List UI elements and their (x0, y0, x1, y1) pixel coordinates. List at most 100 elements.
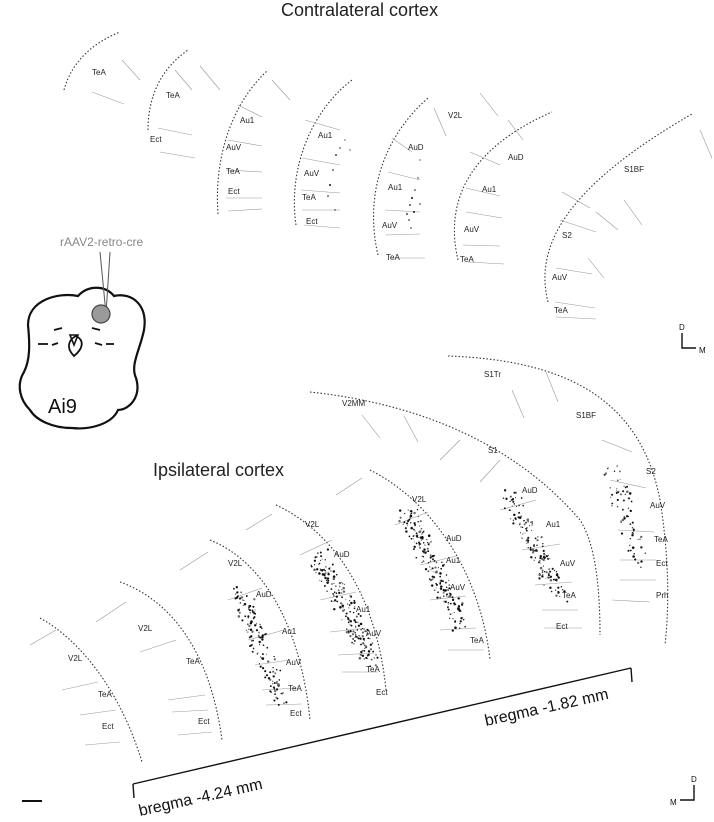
contralateral-cells (327, 139, 421, 229)
ipsi-section-4-label-auv: AuV (366, 629, 382, 638)
contralateral-layer-lines (91, 59, 713, 320)
virus-label: rAAV2-retro-cre (60, 235, 144, 249)
orientation-top-dorsal: D (679, 323, 685, 332)
bregma-tick-posterior (132, 783, 135, 799)
contra-section-7-label-s1bf: S1BF (624, 165, 644, 174)
contra-section-7-label-auv: AuV (552, 273, 568, 282)
ipsi-section-2-label-ect: Ect (198, 717, 210, 726)
bregma-axis-line (132, 667, 632, 785)
ipsi-section-7-label-s1tr: S1Tr (484, 370, 501, 379)
ipsi-section-7-label-s2: S2 (646, 467, 656, 476)
contralateral-sections (63, 31, 693, 303)
ipsi-section-1-outline (39, 617, 143, 763)
contra-section-4-outline (293, 79, 353, 226)
region-labels: TeATeAEctAu1AuVTeAEctAu1AuVTeAEctV2LAuDA… (68, 68, 668, 731)
ipsi-section-2-label-v2l: V2L (138, 624, 153, 633)
ipsi-section-1-label-tea: TeA (98, 690, 112, 699)
ipsi-section-7-label-tea: TeA (654, 535, 668, 544)
ipsi-section-4-label-au1: Au1 (356, 605, 371, 614)
ipsi-section-6-label-aud: AuD (522, 486, 538, 495)
contra-section-5-label-aud: AuD (408, 143, 424, 152)
contra-section-7-outline (544, 113, 693, 303)
ipsi-section-5-label-au1: Au1 (446, 556, 461, 565)
ipsi-section-6-outline (309, 391, 601, 636)
ipsilateral-title: Ipsilateral cortex (153, 460, 285, 480)
contralateral-title: Contralateral cortex (281, 0, 439, 20)
orientation-top: D M (679, 323, 706, 355)
contra-section-7-label-tea: TeA (554, 306, 568, 315)
ipsi-section-4-outline (275, 504, 387, 691)
ipsi-section-7-label-v2mm: V2MM (342, 399, 365, 408)
contra-section-2-label-tea: TeA (166, 91, 180, 100)
ipsi-section-3-label-aud: AuD (256, 590, 272, 599)
ipsilateral-layer-lines (29, 371, 656, 746)
ipsi-section-1-label-ect: Ect (102, 722, 114, 731)
ipsi-section-6-label-tea: TeA (562, 591, 576, 600)
contra-section-6-outline (453, 111, 553, 261)
contra-section-2-outline (147, 49, 189, 131)
orientation-bottom: D M (670, 775, 697, 807)
contra-section-5-label-auv: AuV (382, 221, 398, 230)
ipsi-section-7-label-auv: AuV (650, 501, 666, 510)
ipsi-section-2-outline (119, 581, 223, 741)
contra-section-5-outline (372, 97, 429, 256)
contra-section-3-label-tea: TeA (226, 167, 240, 176)
brain-outline (18, 286, 146, 430)
mouse-line-label: Ai9 (48, 396, 77, 418)
bregma-anterior-label: bregma -1.82 mm (483, 686, 610, 730)
brain-schematic (18, 286, 146, 430)
ipsi-section-5-label-v2l: V2L (412, 495, 427, 504)
orientation-bottom-dorsal: D (691, 775, 697, 784)
ipsi-section-3-label-auv: AuV (286, 658, 302, 667)
contra-section-7-label-s2: S2 (562, 231, 572, 240)
contra-section-4-label-tea: TeA (302, 193, 316, 202)
ipsi-section-4-label-tea: TeA (366, 665, 380, 674)
contra-section-5-label-au1: Au1 (388, 183, 403, 192)
contra-section-3-outline (216, 69, 269, 215)
ipsi-section-6-label-au1: Au1 (546, 520, 561, 529)
contra-section-6-label-auv: AuV (464, 225, 480, 234)
ipsi-section-4-label-aud: AuD (334, 550, 350, 559)
ipsi-section-5-outline (369, 469, 491, 661)
ipsi-section-4-label-ect: Ect (376, 688, 388, 697)
contra-section-1-label-tea: TeA (92, 68, 106, 77)
ipsi-section-6-label-auv: AuV (560, 559, 576, 568)
ipsi-section-5-label-tea: TeA (470, 636, 484, 645)
ipsilateral-sections (39, 355, 669, 763)
ipsi-section-3-label-au1: Au1 (282, 627, 297, 636)
contra-section-6-label-tea: TeA (460, 255, 474, 264)
ipsi-section-1-label-v2l: V2L (68, 654, 83, 663)
bregma-posterior-label: bregma -4.24 mm (137, 776, 264, 820)
contra-section-6-label-au1: Au1 (482, 185, 497, 194)
ipsi-section-7-label-prh: Prh (656, 591, 668, 600)
ipsi-section-7-outline (447, 355, 669, 646)
ipsi-section-5-label-aud: AuD (446, 534, 462, 543)
bregma-axis (132, 667, 633, 799)
orientation-bottom-medial: M (670, 798, 677, 807)
ipsi-section-3-label-ect: Ect (290, 709, 302, 718)
contra-section-4-label-auv: AuV (304, 169, 320, 178)
injection-needle (91, 251, 111, 324)
ipsi-section-7-label-ect: Ect (656, 559, 668, 568)
ipsi-section-4-label-v2l: V2L (305, 520, 320, 529)
bregma-tick-anterior (630, 667, 633, 683)
contra-section-1-outline (63, 31, 121, 91)
contra-section-5-label-v2l: V2L (448, 111, 463, 120)
ipsi-section-2-label-tea: TeA (186, 657, 200, 666)
midline-shape (68, 334, 83, 358)
ipsi-section-5-label-auv: AuV (450, 583, 466, 592)
injection-site (91, 304, 111, 324)
ipsi-section-6-label-s1: S1 (488, 446, 498, 455)
contra-section-5-label-tea: TeA (386, 253, 400, 262)
ipsi-section-7-label-s1bf: S1BF (576, 411, 596, 420)
ipsi-section-3-label-tea: TeA (288, 684, 302, 693)
contra-section-3-label-au1: Au1 (240, 116, 255, 125)
ipsilateral-cells (233, 465, 646, 706)
orientation-top-medial: M (699, 346, 706, 355)
contra-section-2-label-ect: Ect (150, 135, 162, 144)
contra-section-3-label-auv: AuV (226, 143, 242, 152)
contra-section-3-label-ect: Ect (228, 187, 240, 196)
contra-section-6-label-aud: AuD (508, 153, 524, 162)
ipsi-section-3-label-v2l: V2L (228, 559, 243, 568)
